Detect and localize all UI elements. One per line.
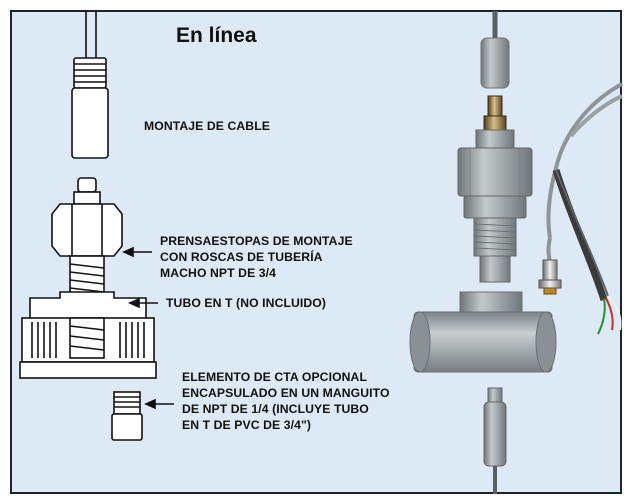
drawing-cable-mount	[71, 11, 109, 159]
photo-cta-sensor	[483, 387, 507, 494]
drawing-tee-pipe	[19, 291, 157, 379]
drawing-cta-element	[111, 391, 143, 441]
label-cta-line: EN T DE PVC DE 3/4")	[182, 418, 312, 432]
label-cable-mount: MONTAJE DE CABLE	[144, 119, 270, 133]
label-gland-line: PRENSAESTOPAS DE MONTAJE	[160, 234, 353, 248]
label-gland-line: MACHO NPT DE 3/4	[160, 266, 277, 280]
diagram-title: En línea	[176, 24, 257, 47]
arrow-tee	[128, 297, 158, 309]
label-mounting-gland: PRENSAESTOPAS DE MONTAJE CON ROSCAS DE T…	[160, 233, 353, 281]
label-cta-element: ELEMENTO DE CTA OPCIONAL ENCAPSULADO EN …	[182, 369, 390, 433]
photo-metal-connector	[483, 95, 507, 131]
photo-bnc-connector	[538, 259, 562, 295]
label-cta-line: ELEMENTO DE CTA OPCIONAL	[182, 370, 367, 384]
photo-sensor-cap	[480, 11, 510, 89]
arrow-cta	[144, 398, 174, 410]
photo-wire-bundle	[546, 82, 623, 335]
label-cta-line: DE NPT DE 1/4 (INCLUYE TUBO	[182, 402, 369, 416]
arrow-gland	[122, 246, 152, 258]
label-gland-line: CON ROSCAS DE TUBERÍA	[160, 250, 323, 264]
label-tee-pipe: TUBO EN T (NO INCLUIDO)	[166, 296, 327, 310]
photo-pvc-tee	[409, 291, 557, 373]
label-cta-line: ENCAPSULADO EN UN MANGUITO	[182, 386, 390, 400]
photo-gland	[457, 129, 533, 283]
